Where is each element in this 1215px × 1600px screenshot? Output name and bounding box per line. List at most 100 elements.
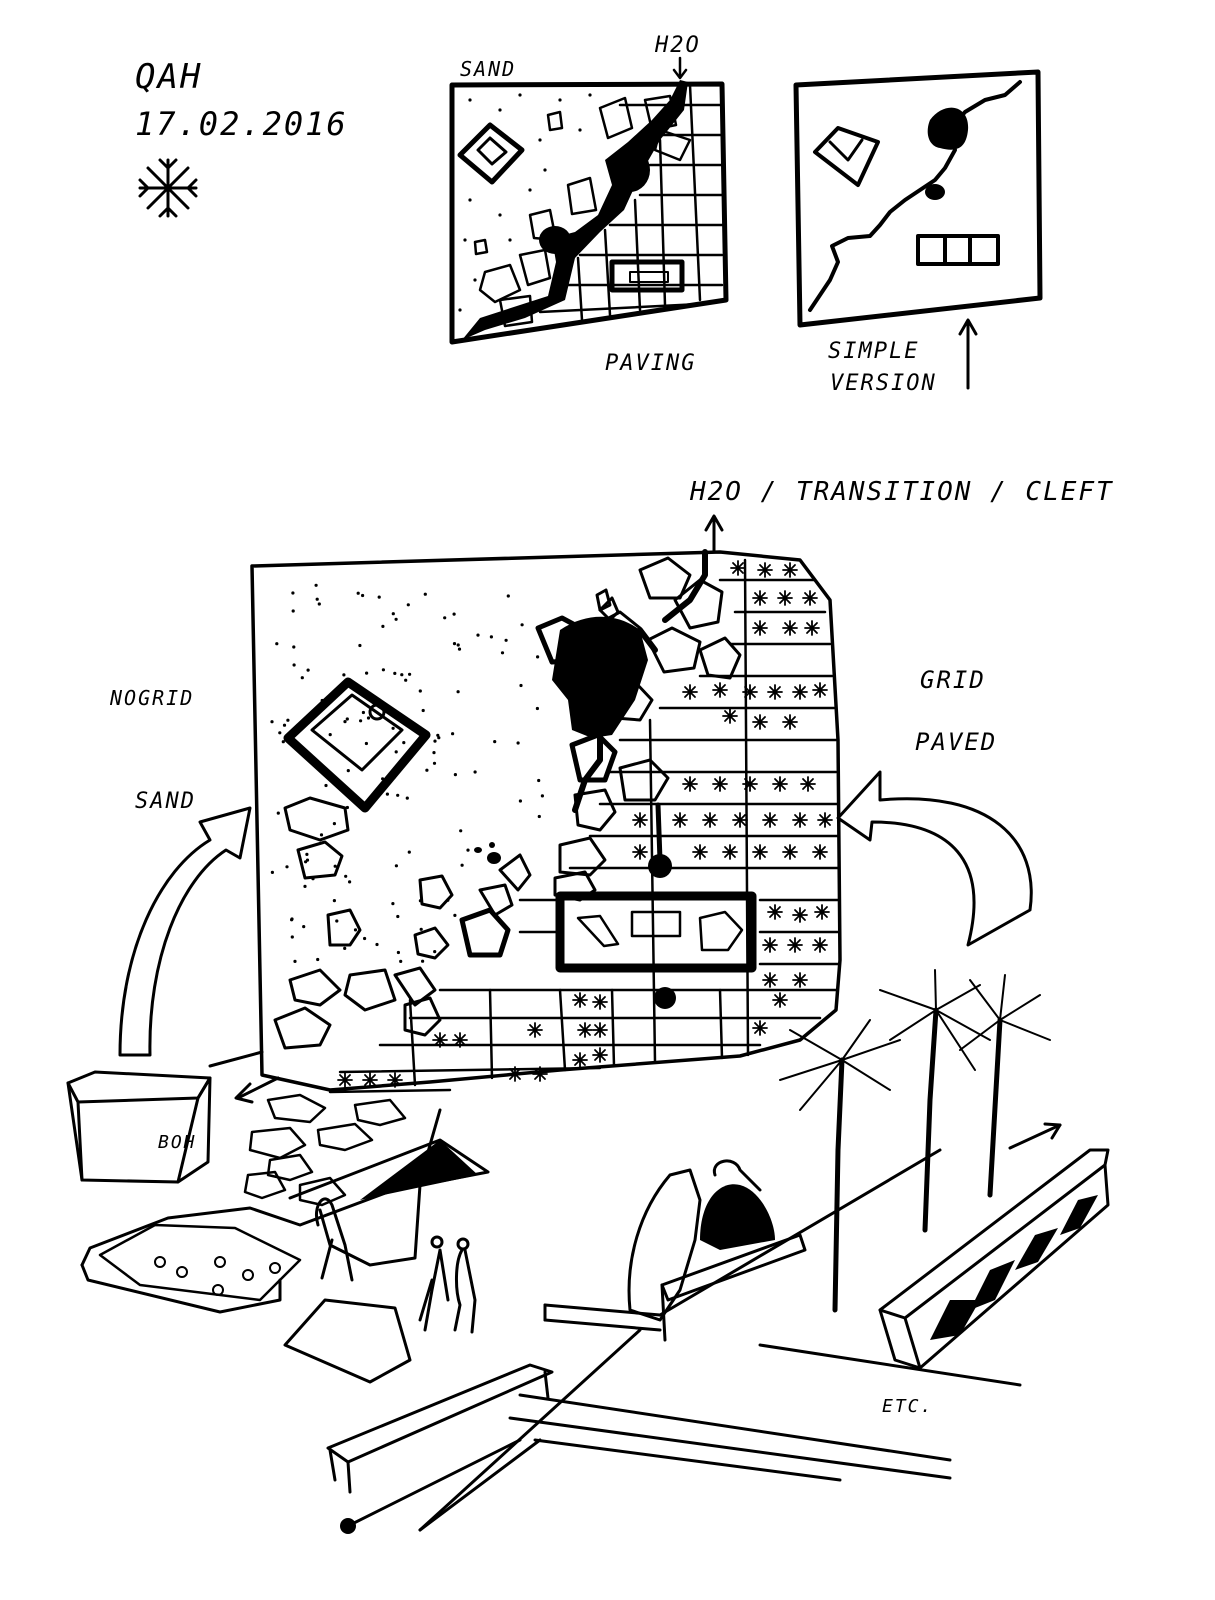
sand-dot bbox=[276, 811, 280, 815]
sand-dot bbox=[453, 773, 457, 777]
sand-dot bbox=[423, 592, 427, 596]
sand-dot bbox=[365, 671, 369, 675]
thumb-simple-arrow bbox=[958, 318, 978, 390]
planting-asterisk-icon bbox=[507, 1066, 523, 1082]
water-drain-upper bbox=[648, 854, 672, 878]
sand-dot bbox=[270, 870, 274, 875]
sand-dot bbox=[459, 829, 463, 833]
sand-dot bbox=[342, 673, 346, 677]
sand-dot bbox=[291, 591, 295, 595]
water-pool bbox=[552, 616, 648, 738]
planting-asterisk-icon bbox=[722, 708, 738, 724]
sand-dot bbox=[286, 718, 290, 722]
sand-dot bbox=[363, 936, 367, 941]
sand-dot bbox=[400, 673, 404, 677]
planting-asterisk-icon bbox=[814, 904, 830, 920]
planting-asterisk-icon bbox=[732, 812, 748, 828]
sand-dot bbox=[436, 733, 440, 737]
sand-dots bbox=[270, 583, 545, 964]
paved-label: PAVED bbox=[915, 728, 997, 756]
planting-asterisk-icon bbox=[592, 1022, 608, 1038]
sand-dot bbox=[433, 950, 437, 954]
sand-dot bbox=[540, 794, 545, 798]
sand-dot bbox=[518, 799, 523, 803]
thumb-simple-bench bbox=[916, 234, 1000, 266]
planting-asterisk-icon bbox=[742, 684, 758, 700]
sand-dot bbox=[506, 594, 510, 598]
planting-asterisk-icon bbox=[672, 812, 688, 828]
planting-asterisk-icon bbox=[592, 994, 608, 1010]
sand-dot bbox=[282, 723, 287, 727]
lower-bench bbox=[326, 1363, 554, 1494]
planting-asterisk-icon bbox=[817, 812, 833, 828]
sand-dot bbox=[348, 880, 352, 884]
thumb-simple-label-line1: SIMPLE bbox=[828, 339, 919, 364]
sand-dot bbox=[535, 706, 540, 711]
planting-asterisk-icon bbox=[532, 1066, 548, 1082]
planting-asterisk-icon bbox=[792, 812, 808, 828]
sand-dot bbox=[292, 645, 296, 649]
planting-asterisk-icon bbox=[812, 844, 828, 860]
sand-dot bbox=[473, 770, 477, 774]
sand-dot bbox=[278, 731, 282, 735]
sand-dot bbox=[489, 635, 493, 639]
grid-plantings bbox=[337, 560, 833, 1088]
thumb-sand-dots bbox=[458, 93, 592, 312]
thumb-paving-label: PAVING bbox=[605, 351, 696, 376]
thumb-paving-frame bbox=[449, 81, 729, 345]
sand-dot bbox=[456, 690, 460, 694]
sand-dot bbox=[432, 761, 437, 765]
sand-dot bbox=[358, 643, 362, 648]
sand-dot bbox=[292, 663, 296, 667]
thumb-water-channel bbox=[462, 80, 688, 340]
sketch-date: 17.02.2016 bbox=[135, 105, 348, 143]
thumb-simple-square bbox=[813, 126, 880, 187]
planting-asterisk-icon bbox=[742, 776, 758, 792]
planting-asterisk-icon bbox=[782, 844, 798, 860]
sand-dot bbox=[366, 716, 371, 720]
sand-dot bbox=[345, 805, 349, 810]
thumb-simple-water-line bbox=[808, 80, 1022, 312]
sand-dot bbox=[421, 959, 425, 963]
sand-dot bbox=[324, 783, 328, 788]
sand-dot bbox=[520, 623, 524, 627]
thumb-paving-sand-label: SAND bbox=[460, 57, 516, 81]
palm-trees bbox=[779, 969, 1051, 1313]
planting-asterisk-icon bbox=[362, 1072, 378, 1088]
sand-dot bbox=[393, 671, 397, 676]
thumb-paving-h2o-label: H2O bbox=[654, 33, 701, 58]
sand-dot bbox=[315, 597, 319, 601]
project-code: QAH bbox=[135, 57, 202, 97]
planting-asterisk-icon bbox=[792, 907, 808, 923]
sand-dot bbox=[391, 771, 395, 776]
thumb-simple-label-line2: VERSION bbox=[830, 371, 937, 396]
sand-dot bbox=[433, 739, 437, 743]
sand-dot bbox=[396, 950, 400, 955]
etc-label: ETC. bbox=[882, 1396, 933, 1417]
planting-asterisk-icon bbox=[800, 776, 816, 792]
sand-dot bbox=[425, 768, 429, 772]
planting-asterisk-icon bbox=[702, 812, 718, 828]
planting-asterisk-icon bbox=[762, 972, 778, 988]
water-drain-stem bbox=[655, 802, 663, 863]
perspective-scene: BOH bbox=[66, 969, 1110, 1534]
planting-asterisk-icon bbox=[752, 714, 768, 730]
thumb-simple-frame bbox=[793, 69, 1043, 328]
sand-dot bbox=[345, 717, 349, 721]
sand-dot bbox=[451, 732, 455, 736]
sand-dot bbox=[416, 743, 420, 747]
planting-asterisk-icon bbox=[757, 562, 773, 578]
planting-asterisk-icon bbox=[592, 1047, 608, 1063]
paved-flow-arrow bbox=[836, 770, 1033, 947]
sand-dot bbox=[446, 898, 450, 902]
sand-dot bbox=[408, 672, 412, 676]
sand-dot bbox=[409, 752, 413, 756]
cleft-up-arrow bbox=[704, 514, 724, 554]
planting-asterisk-icon bbox=[387, 1072, 403, 1088]
planting-asterisk-icon bbox=[577, 1022, 593, 1038]
cleft-stones bbox=[273, 556, 742, 1050]
sand-dot bbox=[381, 777, 385, 781]
sand-dot bbox=[291, 609, 295, 613]
sand-dot bbox=[320, 698, 324, 703]
thumb-paving-sketch: SAND H2O PAVING bbox=[449, 33, 729, 376]
